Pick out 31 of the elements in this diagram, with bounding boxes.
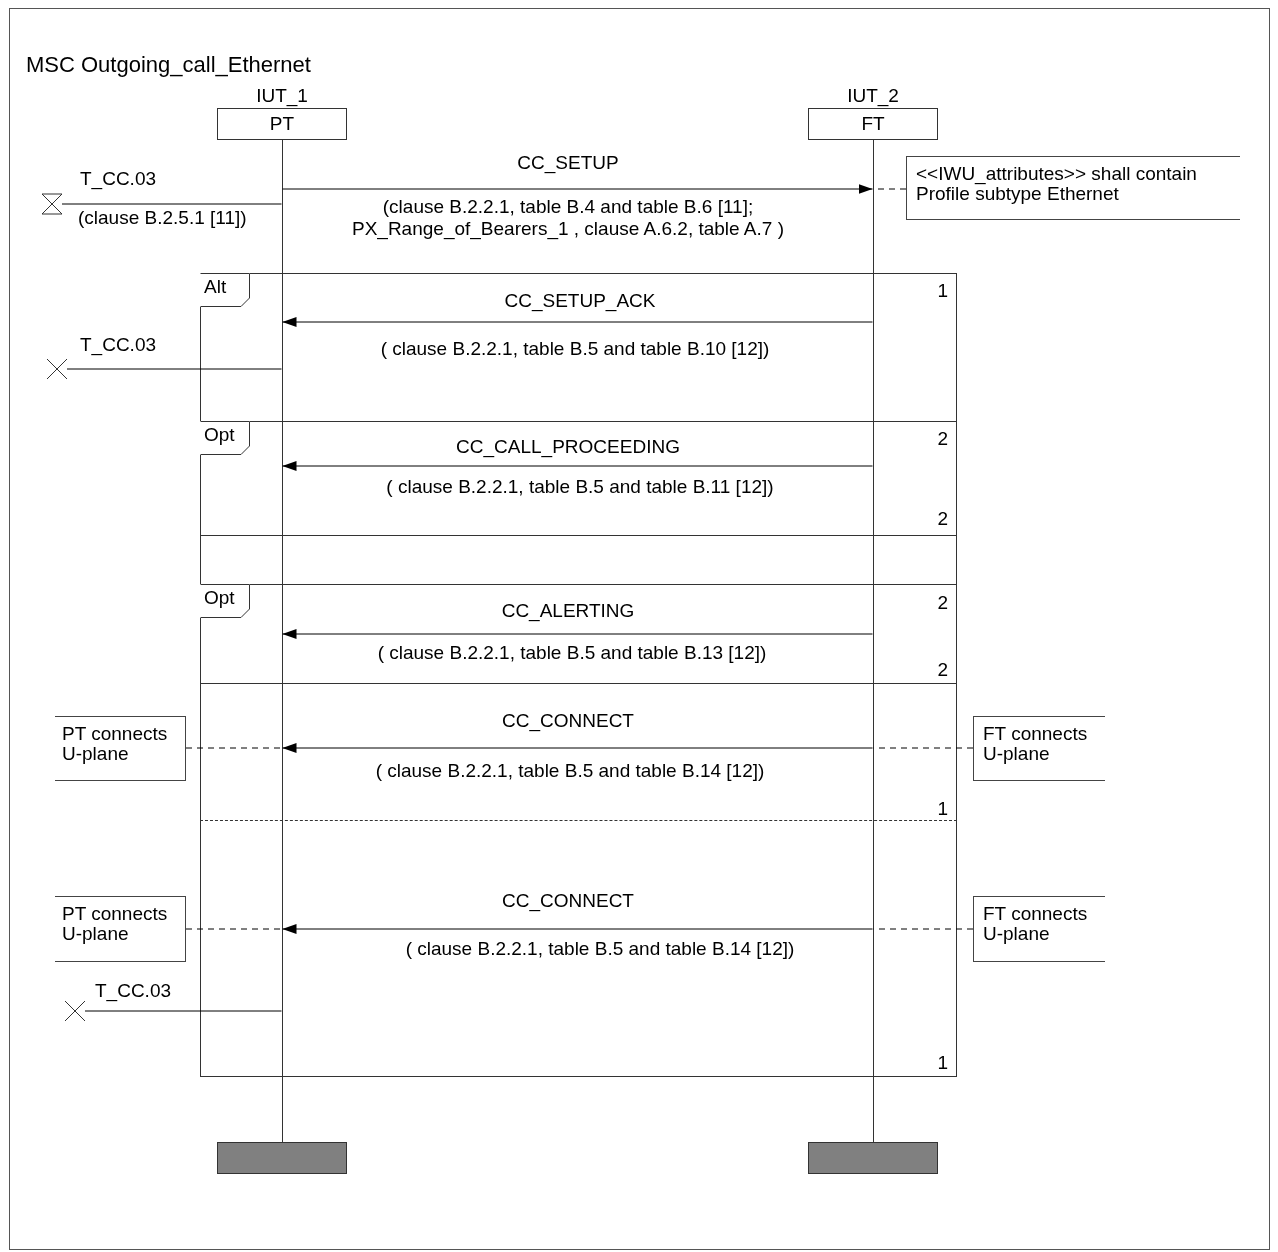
comment-box: FT connects U-plane [973, 896, 1105, 962]
comment-connector [185, 928, 282, 930]
message-arrow [282, 924, 873, 934]
timer-line [61, 203, 282, 205]
timer-line [66, 368, 282, 370]
timer-set-symbol [42, 194, 62, 214]
lifeline [872, 140, 874, 1142]
message-arrow [282, 743, 873, 753]
timer-line [84, 1010, 282, 1012]
instance-name: IUT_2 [847, 84, 899, 108]
lifeline [281, 140, 283, 1142]
timeout-symbol [65, 1001, 85, 1021]
diagram-title: MSC Outgoing_call_Ethernet [26, 52, 311, 78]
message-arrow [282, 629, 873, 639]
comment-box: <<IWU_attributes>> shall contain Profile subtype Ethernet [906, 156, 1240, 220]
instance-end-bar [808, 1142, 938, 1174]
comment-box: FT connects U-plane [973, 716, 1105, 781]
instance-end-bar [217, 1142, 347, 1174]
message-arrow [282, 461, 873, 471]
operator-tab: Opt [200, 421, 250, 455]
comment-box: PT connects U-plane [55, 716, 186, 781]
comment-box: PT connects U-plane [55, 896, 186, 962]
instance-head: PT [217, 108, 347, 140]
comment-connector [185, 747, 282, 749]
message-arrow [282, 317, 873, 327]
operator-tab: Alt [200, 273, 250, 307]
instance-name: IUT_1 [256, 84, 308, 108]
operator-tab: Opt [200, 584, 250, 618]
message-arrow [282, 184, 873, 194]
timeout-symbol [47, 359, 67, 379]
instance-head: FT [808, 108, 938, 140]
